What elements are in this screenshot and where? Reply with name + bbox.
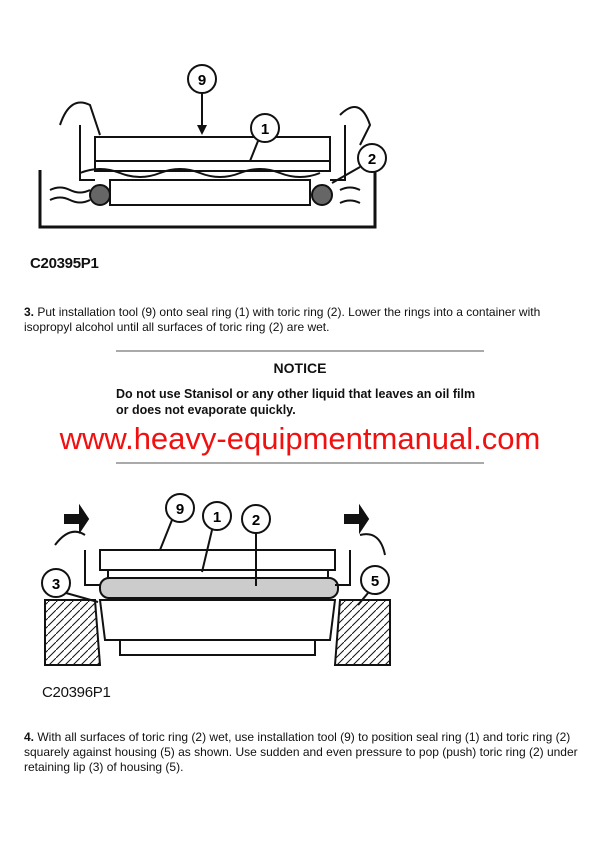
callout-1-label: 1 bbox=[213, 509, 221, 526]
step-3-number: 3. bbox=[24, 305, 35, 319]
callout-9-label: 9 bbox=[176, 501, 184, 518]
callout-2-label: 2 bbox=[368, 151, 376, 168]
callout-1-label: 1 bbox=[261, 121, 269, 138]
callout-9: 9 bbox=[159, 493, 195, 551]
callout-5: 5 bbox=[357, 565, 390, 606]
callout-3: 3 bbox=[41, 568, 99, 603]
step-3-text: Put installation tool (9) onto seal ring… bbox=[24, 305, 541, 334]
callout-2-label: 2 bbox=[252, 512, 260, 529]
callout-1: 1 bbox=[201, 501, 232, 573]
callout-5-label: 5 bbox=[371, 573, 379, 590]
callout-2: 2 bbox=[241, 504, 271, 586]
notice-top-rule bbox=[116, 350, 484, 352]
callout-9-label: 9 bbox=[198, 72, 206, 89]
step-3: 3. Put installation tool (9) onto seal r… bbox=[24, 305, 584, 335]
watermark: www.heavy-equipmentmanual.com bbox=[59, 421, 541, 456]
notice-body: Do not use Stanisol or any other liquid … bbox=[116, 387, 476, 417]
step-4-text: With all surfaces of toric ring (2) wet,… bbox=[24, 730, 578, 774]
figure-2-label: C20396P1 bbox=[42, 684, 111, 701]
figure-1-illustration: 9 1 2 bbox=[38, 64, 387, 229]
callout-2: 2 bbox=[331, 143, 387, 184]
callout-9: 9 bbox=[187, 64, 217, 135]
figure-2-illustration: 9 1 2 3 5 bbox=[41, 493, 391, 666]
step-4: 4. With all surfaces of toric ring (2) w… bbox=[24, 730, 584, 775]
callout-1: 1 bbox=[249, 113, 280, 162]
figure-1-label: C20395P1 bbox=[30, 255, 99, 272]
notice-title: NOTICE bbox=[273, 360, 327, 376]
notice-bottom-rule bbox=[116, 462, 484, 464]
callout-3-label: 3 bbox=[52, 576, 60, 593]
step-4-number: 4. bbox=[24, 730, 35, 744]
